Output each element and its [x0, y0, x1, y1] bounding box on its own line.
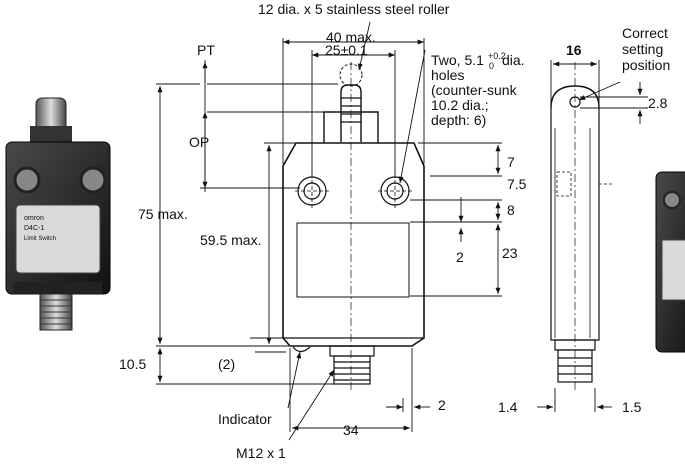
hole-pitch-label: 25±0.1: [325, 42, 368, 58]
dim-7-label: 7: [507, 154, 515, 170]
dimension-labels: 12 dia. x 5 stainless steel roller 40 ma…: [119, 1, 670, 461]
product-photo-left: omron D4C-1 Limit Switch: [5, 97, 111, 331]
photo-brand: omron: [24, 215, 44, 222]
product-photo-right: [655, 171, 685, 353]
svg-text:Two, 5.1: Two, 5.1: [431, 52, 484, 68]
dim-34-label: 34: [343, 422, 359, 438]
thickness-16-label: 16: [566, 42, 582, 58]
dim-paren-2-label: (2): [218, 356, 235, 372]
setting-label: setting: [622, 41, 663, 57]
height-75-label: 75 max.: [138, 206, 188, 222]
dim-1-5-label: 1.5: [622, 399, 642, 415]
holes-tol-plus: +0.2: [488, 51, 506, 61]
op-label: OP: [189, 134, 209, 150]
dim-8-label: 8: [507, 202, 515, 218]
position-label: position: [622, 57, 670, 73]
photo-type: Limit Switch: [24, 236, 56, 242]
indicator-label: Indicator: [218, 411, 272, 427]
holes-tol-minus: 0: [489, 61, 494, 71]
dim-2-8-label: 2.8: [648, 95, 668, 111]
holes-line5: depth: 6): [431, 112, 486, 128]
photo-model: D4C-1: [24, 225, 44, 232]
pt-label: PT: [197, 42, 215, 58]
roller-label: 12 dia. x 5 stainless steel roller: [258, 1, 450, 17]
dim-7-5-label: 7.5: [507, 176, 527, 192]
holes-line1-suffix: dia.: [502, 52, 525, 68]
side-view: [550, 62, 612, 392]
dim-1-4-label: 1.4: [498, 399, 518, 415]
holes-note: Two, 5.1 +0.2 0 dia. holes (counter-sunk…: [431, 51, 525, 128]
dim-10-5-label: 10.5: [119, 356, 146, 372]
dim-2-mid-label: 2: [456, 249, 464, 265]
holes-line3: (counter-sunk: [431, 82, 518, 98]
holes-line2: holes: [431, 67, 464, 83]
thread-label: M12 x 1: [236, 445, 286, 461]
dimension-lines: [156, 21, 648, 441]
dim-23-label: 23: [502, 245, 518, 261]
holes-line1-prefix: Two, 5.1: [431, 52, 484, 68]
height-59-5-label: 59.5 max.: [200, 232, 261, 248]
dim-2-bottom-label: 2: [438, 397, 446, 413]
front-view: [282, 62, 425, 392]
correct-label: Correct: [622, 25, 668, 41]
holes-line4: 10.2 dia.;: [431, 97, 489, 113]
width-40-label: 40 max.: [326, 29, 376, 45]
